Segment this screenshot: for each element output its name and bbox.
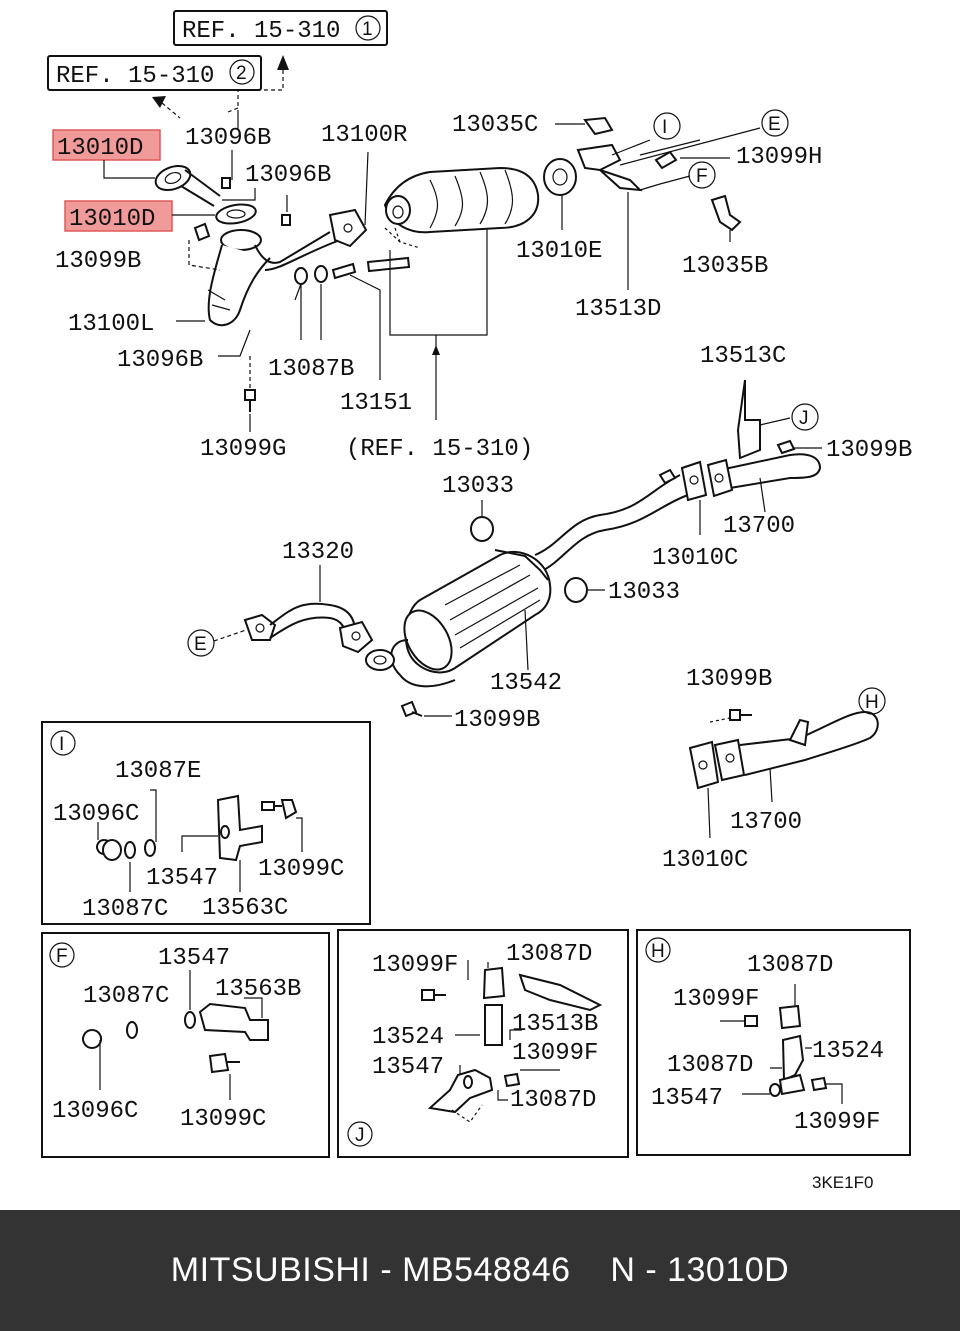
label-J-13524[interactable]: 13524	[372, 1024, 444, 1051]
label-13096B-1[interactable]: 13096B	[185, 125, 271, 152]
exhaust-parts-diagram: REF. 15-310 1 REF. 15-310 2 13010D 13010…	[41, 10, 912, 1192]
label-13700-2[interactable]: 13700	[730, 809, 802, 836]
callout-H[interactable]: H	[858, 687, 886, 715]
label-J-13087D-1[interactable]: 13087D	[506, 941, 592, 968]
detail-panel-H: H 13087D 13099F 13524 13087D 13547 13099…	[636, 929, 911, 1156]
callout-E[interactable]: E	[761, 109, 789, 137]
label-13010D-top[interactable]: 13010D	[57, 135, 143, 162]
label-13320[interactable]: 13320	[282, 539, 354, 566]
label-13010E[interactable]: 13010E	[516, 238, 602, 265]
label-13100R[interactable]: 13100R	[321, 122, 407, 149]
svg-text:I: I	[662, 117, 667, 138]
label-13099B-4[interactable]: 13099B	[454, 707, 540, 734]
ref-1-text: REF. 15-310	[182, 18, 340, 45]
svg-text:F: F	[696, 166, 708, 187]
label-F-13547[interactable]: 13547	[158, 945, 230, 972]
ref-1-arrow	[277, 55, 289, 70]
label-J-13513B[interactable]: 13513B	[512, 1011, 598, 1038]
label-J-13087D-2[interactable]: 13087D	[510, 1087, 596, 1114]
label-J-13099F-2[interactable]: 13099F	[512, 1040, 598, 1067]
svg-text:H: H	[865, 692, 879, 713]
label-13010D-bottom[interactable]: 13010D	[69, 206, 155, 233]
label-13096B-2[interactable]: 13096B	[245, 162, 331, 189]
label-H-13524[interactable]: 13524	[812, 1038, 884, 1065]
highlight-13010D-bottom	[64, 200, 173, 232]
label-F-13096C[interactable]: 13096C	[52, 1098, 138, 1125]
label-I-13099C[interactable]: 13099C	[258, 856, 344, 883]
label-13542[interactable]: 13542	[490, 670, 562, 697]
panel-J-tag: J	[355, 1125, 365, 1146]
label-I-13087E[interactable]: 13087E	[115, 758, 201, 785]
label-H-13099F-1[interactable]: 13099F	[673, 986, 759, 1013]
label-13513D[interactable]: 13513D	[575, 296, 661, 323]
label-13033-2[interactable]: 13033	[608, 579, 680, 606]
panel-I-tag: I	[59, 734, 64, 755]
label-H-13099F-2[interactable]: 13099F	[794, 1109, 880, 1136]
ref-box-1[interactable]: REF. 15-310 1	[173, 10, 388, 46]
ref-box-2[interactable]: REF. 15-310 2	[47, 55, 262, 91]
svg-text:E: E	[768, 114, 781, 135]
label-13010C-1[interactable]: 13010C	[652, 545, 738, 572]
tail-pipe-13700-detail	[688, 709, 879, 839]
center-pipe	[534, 453, 822, 573]
detail-panel-F: F 13547 13087C 13563B 13096C 13099C	[41, 932, 330, 1158]
label-13035B[interactable]: 13035B	[682, 253, 768, 280]
label-13100L[interactable]: 13100L	[68, 311, 154, 338]
label-J-13547[interactable]: 13547	[372, 1054, 444, 1081]
label-H-13087D-2[interactable]: 13087D	[667, 1052, 753, 1079]
label-I-13563C[interactable]: 13563C	[202, 895, 288, 922]
footer-text: MITSUBISHI - MB548846 N - 13010D	[170, 1251, 790, 1289]
panel-H-tag: H	[651, 941, 665, 962]
ref-2-arrow	[152, 96, 166, 108]
muffler-13542	[365, 549, 552, 688]
label-J-13099F-1[interactable]: 13099F	[372, 952, 458, 979]
panel-F-tag: F	[56, 946, 68, 967]
label-13099B-3[interactable]: 13099B	[686, 666, 772, 693]
label-I-13096C[interactable]: 13096C	[53, 801, 139, 828]
callout-J[interactable]: J	[791, 403, 819, 431]
callout-E-tail[interactable]: E	[187, 629, 215, 657]
callout-I[interactable]: I	[653, 112, 681, 140]
label-13151[interactable]: 13151	[340, 390, 412, 417]
svg-text:E: E	[194, 634, 207, 655]
label-13513C[interactable]: 13513C	[700, 343, 786, 370]
ref-2-num: 2	[236, 63, 247, 84]
label-F-13087C[interactable]: 13087C	[83, 983, 169, 1010]
ref-1-num: 1	[362, 19, 373, 40]
label-F-13563B[interactable]: 13563B	[215, 976, 301, 1003]
label-H-13087D-1[interactable]: 13087D	[747, 952, 833, 979]
label-I-13087C[interactable]: 13087C	[82, 896, 168, 923]
label-13096B-3[interactable]: 13096B	[117, 347, 203, 374]
label-H-13547[interactable]: 13547	[651, 1085, 723, 1112]
tail-pipe-13320	[213, 565, 374, 654]
label-I-13547[interactable]: 13547	[146, 865, 218, 892]
label-13010C-2[interactable]: 13010C	[662, 847, 748, 874]
label-13099B-2[interactable]: 13099B	[826, 437, 912, 464]
front-pipe-assembly	[154, 164, 411, 412]
label-13087B[interactable]: 13087B	[268, 356, 354, 383]
detail-panel-I: I 13087E 13096C 13547 13099C 13087C 1356…	[41, 721, 371, 925]
gasket-13010E-shape	[543, 158, 577, 196]
detail-panel-J: J 13099F 13087D 13524 13513B 13099F 1354…	[337, 929, 629, 1158]
label-13033-1[interactable]: 13033	[442, 473, 514, 500]
label-13035C[interactable]: 13035C	[452, 112, 538, 139]
label-13700-1[interactable]: 13700	[723, 513, 795, 540]
label-13099H[interactable]: 13099H	[736, 144, 822, 171]
svg-text:J: J	[799, 408, 809, 429]
part-number-footer: MITSUBISHI - MB548846 N - 13010D	[0, 1210, 960, 1331]
catalytic-converter	[383, 166, 540, 249]
ref-3-text[interactable]: (REF. 15-310)	[346, 436, 533, 463]
label-13099B-1[interactable]: 13099B	[55, 248, 141, 275]
ref-2-text: REF. 15-310	[56, 63, 214, 90]
label-F-13099C[interactable]: 13099C	[180, 1106, 266, 1133]
diagram-code: 3KE1F0	[812, 1173, 873, 1192]
label-13099G[interactable]: 13099G	[200, 436, 286, 463]
callout-F[interactable]: F	[688, 161, 716, 189]
highlight-13010D-top	[52, 129, 161, 161]
